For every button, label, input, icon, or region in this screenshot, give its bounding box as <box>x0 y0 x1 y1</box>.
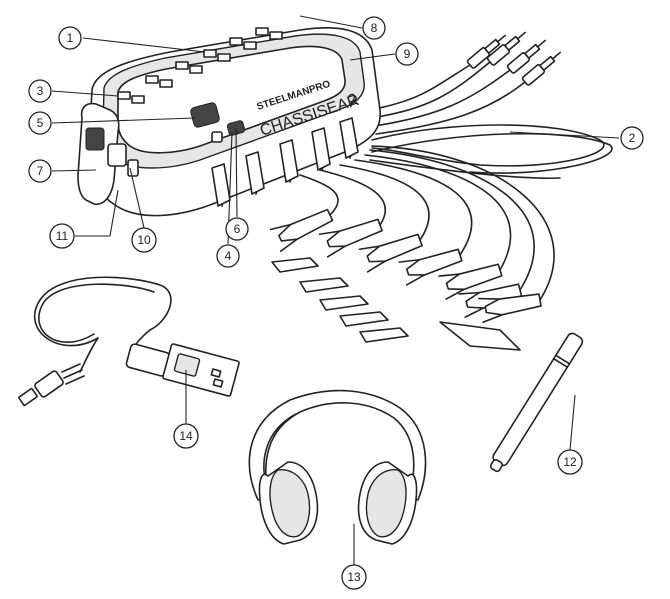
svg-text:5: 5 <box>37 116 44 130</box>
channel-indicators <box>117 27 283 104</box>
callout-7: 7 <box>28 159 52 183</box>
svg-text:7: 7 <box>37 164 44 178</box>
svg-text:3: 3 <box>37 84 44 98</box>
callout-8: 8 <box>362 16 386 40</box>
callout-14: 14 <box>173 423 199 449</box>
callout-3: 3 <box>28 79 52 103</box>
marker-pen <box>489 332 584 473</box>
callout-12: 12 <box>557 449 583 475</box>
callout-9: 9 <box>395 42 419 66</box>
headphone-jack[interactable] <box>85 127 105 151</box>
usb-cable <box>18 276 240 407</box>
callout-2: 2 <box>620 126 644 150</box>
svg-text:14: 14 <box>179 429 193 443</box>
svg-text:6: 6 <box>234 222 241 236</box>
aux-port[interactable] <box>107 143 127 167</box>
svg-text:13: 13 <box>347 570 361 584</box>
callout-11: 11 <box>49 223 75 249</box>
svg-text:2: 2 <box>629 131 636 145</box>
svg-text:9: 9 <box>404 47 411 61</box>
callout-1: 1 <box>58 26 82 50</box>
banana-plugs <box>466 31 562 86</box>
svg-text:12: 12 <box>563 455 577 469</box>
callout-4: 4 <box>216 244 240 268</box>
callout-10: 10 <box>131 227 157 253</box>
callout-6: 6 <box>225 217 249 241</box>
svg-text:4: 4 <box>225 249 232 263</box>
callout-13: 13 <box>341 564 367 590</box>
alligator-clips <box>269 208 542 351</box>
headphones <box>248 389 427 545</box>
svg-text:1: 1 <box>67 31 74 45</box>
svg-text:8: 8 <box>371 21 378 35</box>
svg-text:10: 10 <box>137 233 151 247</box>
sensor-cables <box>299 61 613 301</box>
leader-lines <box>51 15 620 565</box>
usb-port[interactable] <box>127 159 139 177</box>
volume-switch[interactable] <box>211 131 223 143</box>
callout-5: 5 <box>28 111 52 135</box>
chassisear-unit: STEELMANPRO CHASSISEAR 2 <box>77 27 381 217</box>
svg-text:11: 11 <box>56 229 69 243</box>
